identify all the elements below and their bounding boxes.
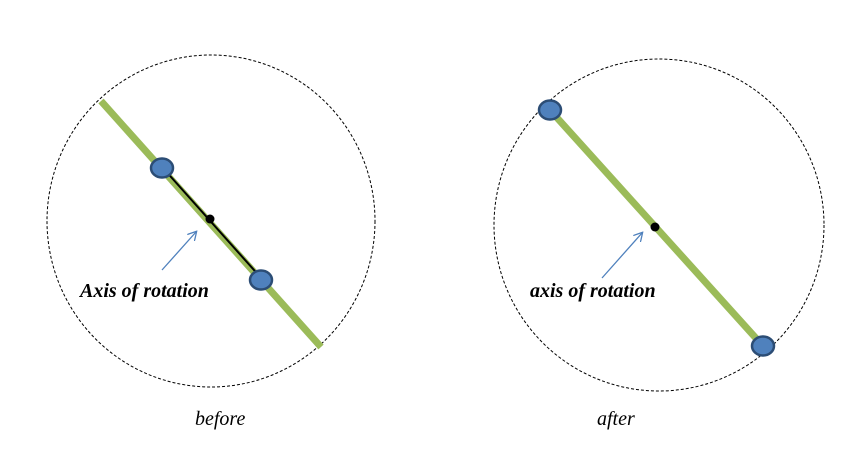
- after-bead-upper: [537, 99, 563, 121]
- before-annotation-label: Axis of rotation: [78, 280, 209, 302]
- before-panel: Axis of rotation before: [46, 54, 376, 430]
- after-boundary-circle: [493, 58, 825, 392]
- after-panel: axis of rotation after: [493, 58, 825, 430]
- after-annotation-arrow: [601, 233, 642, 279]
- after-pivot-dot: [650, 222, 660, 232]
- after-caption: after: [597, 408, 635, 430]
- before-connector-line: [162, 167, 263, 280]
- before-bead-lower: [248, 269, 274, 291]
- after-bead-lower: [750, 335, 776, 357]
- before-bead-upper: [149, 157, 175, 179]
- before-boundary-circle: [46, 54, 376, 388]
- before-pivot-dot: [205, 214, 215, 224]
- before-annotation-arrow: [161, 232, 196, 271]
- before-rod: [98, 98, 324, 350]
- before-caption: before: [195, 408, 245, 430]
- after-annotation-label: axis of rotation: [530, 280, 656, 302]
